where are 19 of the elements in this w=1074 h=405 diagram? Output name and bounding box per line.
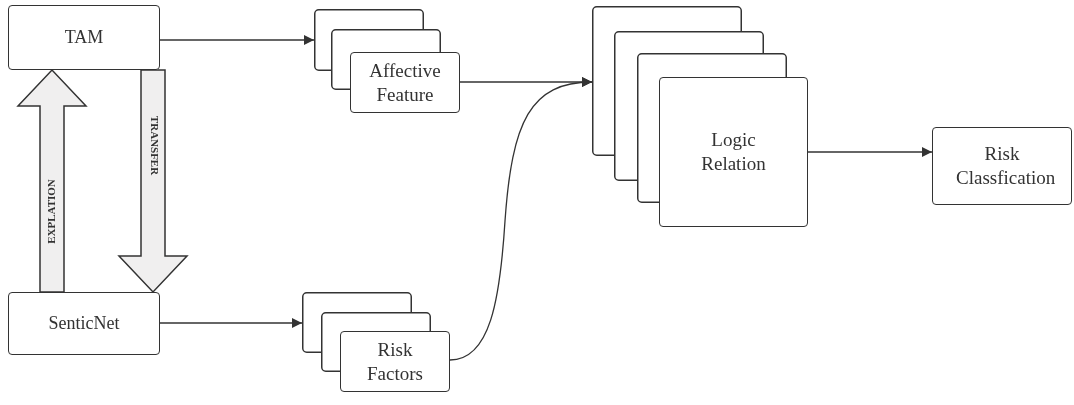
arrow-label: EXPLATION [45,179,57,244]
arrow [159,35,315,45]
process-box [932,127,1072,205]
node-label: Affective Feature [368,58,442,107]
arrow-label: TRANSFER [148,115,160,176]
node-label: Logic Relation [700,128,767,176]
arrow [159,318,303,328]
arrow [807,147,933,157]
stacked-box [314,9,460,113]
arrow [449,77,593,361]
down-block-arrow [117,69,189,294]
node-label: TAM [63,26,105,49]
stacked-box [302,292,450,392]
process-box [8,292,160,355]
process-box [8,5,160,70]
up-block-arrow [16,68,88,293]
stacked-box [592,6,808,227]
node-label: SenticNet [47,312,121,335]
node-label: Risk Factors [366,337,424,386]
